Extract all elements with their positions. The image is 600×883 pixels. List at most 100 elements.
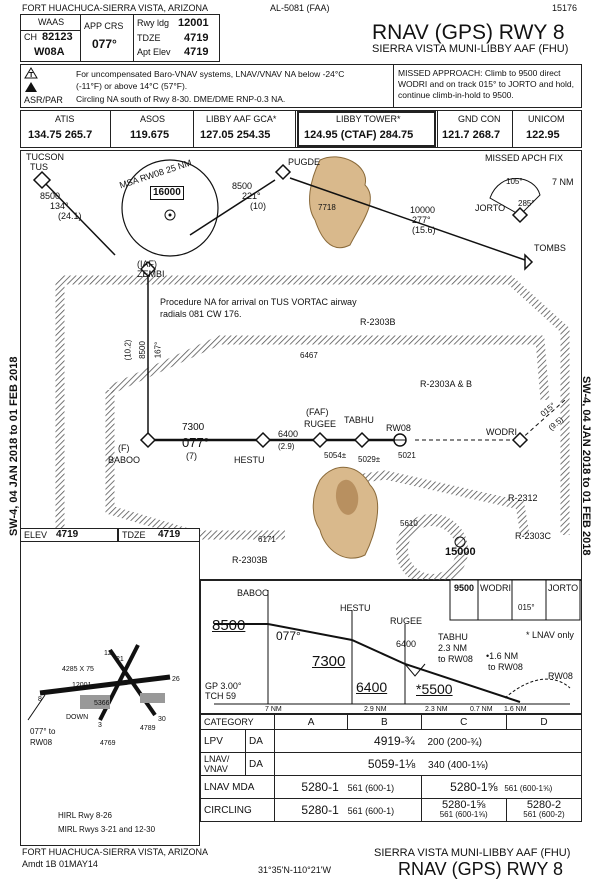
profile-dist-7: 7 NM [265,706,282,713]
minimums-cat-b: B [347,714,422,730]
label-leg-tus: 8500 [40,191,61,201]
label-msa-alt: 16000 [150,186,184,200]
elev-box [20,528,118,542]
comm-atis-name: ATIS [55,114,75,124]
hold-alt: 9500 [454,583,475,593]
tdze-value-diagram: 4719 [158,529,181,540]
svg-text:T: T [29,72,34,79]
glidepath [214,623,521,703]
label-jorto: JORTO [475,203,506,213]
comm-gnd-freq: 121.7 268.7 [442,129,501,141]
label-crs-077: 077° [182,435,209,450]
plan-view-graphics [41,156,570,580]
label-leg-tombs-dist: (15.6) [412,225,436,235]
minimums-lpv-name: LPV [200,729,246,753]
label-wodri: WODRI [486,427,517,437]
apt-elev: 4719 [184,46,209,58]
ad-rw-12: 12 [104,650,112,657]
profile-rugee: RUGEE [390,616,423,626]
minimums-cat-a: A [273,714,349,730]
profile-dist-23: 2.3 NM [425,706,448,713]
minimums-lnav-vnav-name: LNAV/ VNAV [200,752,246,776]
label-spot-6171: 6171 [258,535,276,544]
label-r2303b-south: R-2303B [232,555,268,565]
app-crs-label: APP CRS [84,21,124,31]
note-line-3: Circling NA south of Rwy 8-30. DME/DME R… [76,94,286,104]
effective-dates-left: SW-4, 04 JAN 2018 to 01 FEB 2018 [8,356,20,536]
minimums-lpv-sub: DA [245,729,275,753]
label-zembi: ZEMBI [137,269,165,279]
footer-city-state: FORT HUACHUCA-SIERRA VISTA, ARIZONA [22,847,209,857]
runway-12-30 [108,648,157,717]
asr-par: ASR/PAR [24,95,63,105]
restricted-area-r2303a [108,335,550,401]
label-leg-tombs: 10000 [410,205,436,215]
ad-crs-to: 077° to [30,727,56,736]
ad-rw-30: 30 [158,716,166,723]
tdze: 4719 [184,32,209,44]
rwy-ldg: 12001 [178,17,209,29]
tdze-box [118,528,200,542]
footer-coords: 31°35'N-110°21'W [258,865,332,875]
label-leg-tombs-crs: 277° [412,215,431,225]
minimums-circling-c-note: 561 (600-1⅝) [439,810,488,819]
ad-spot-4789: 4789 [140,725,156,732]
msa-waypoint-icon [164,209,176,221]
profile-to-rw08-16b: to RW08 [488,662,523,672]
minimums-table: CATEGORY A B C D LPV DA 4919-¾ 200 (200-… [200,714,583,822]
label-hold-in: 105° [506,177,523,186]
terrain-peak-north [309,156,371,248]
ad-rw-8: 8 [38,696,42,703]
label-spot-5029: 5029± [358,455,381,464]
comm-atis-freq: 134.75 265.7 [28,129,93,141]
label-leg-pugde: 8500 [232,181,253,191]
minimums-lnav-ab: 5280-1 [301,780,339,794]
label-r2303c: R-2303C [515,531,552,541]
minimums-circling-name: CIRCLING [200,798,275,822]
minimums-circling-d: 5280-2 [526,799,562,811]
minimums-lnav-vnav-sub: DA [245,752,275,776]
chart-number: 15176 [552,3,578,13]
ad-spot-4769: 4769 [100,740,116,747]
takeoff-minimums-icon: T [24,66,38,84]
minimums-row-lnav: LNAV MDA 5280-1 561 (600-1) 5280-1⅝ 561 … [200,775,582,799]
hold-crs: 015° [518,603,535,612]
runway-8-26 [39,674,171,696]
profile-gp: GP 3.00° [205,681,242,691]
ad-mirl: MIRL Rwys 3-21 and 12-30 [58,825,156,834]
label-f: (F) [118,443,130,453]
ad-rwy-dims: 4285 X 75 [62,666,94,673]
fix-rugee-icon [311,431,329,449]
profile-alt-7300: 7300 [312,653,346,670]
comm-gnd-name: GND CON [458,114,501,124]
ad-rw-21: 21 [116,656,124,663]
minimums-lnav-name: LNAV MDA [200,775,275,799]
profile-hestu: HESTU [340,603,371,613]
label-hestu: HESTU [234,455,265,465]
profile-rw08: RW08 [548,671,573,681]
profile-lnav-only: * LNAV only [526,630,574,640]
label-tucson: TUCSON [26,152,64,162]
comm-gca-name: LIBBY AAF GCA* [206,114,277,124]
minimums-cat-d: D [505,714,583,730]
label-leg-zembi-dist: (10.2) [123,339,133,361]
fix-hestu-icon [254,431,272,449]
city-state: FORT HUACHUCA-SIERRA VISTA, ARIZONA [22,3,209,13]
label-tabhu: TABHU [344,415,374,425]
label-leg-tus-dist: (24.1) [58,211,82,221]
ad-hirl: HIRL Rwy 8-26 [58,811,112,820]
label-spot-5021: 5021 [398,451,416,460]
label-alt-6400: 6400 [278,429,299,439]
fix-zembi-icon [139,260,157,278]
msa-circle [121,159,219,257]
fix-wodri-icon [511,431,529,449]
pugde-leg [189,179,276,236]
profile-crs-077: 077° [276,629,301,643]
hold-jorto: JORTO [548,583,579,593]
fix-jorto-icon [511,206,529,224]
label-spot-7718: 7718 [318,203,336,212]
minimums-lpv-note: 200 (200-¾) [427,737,482,748]
profile-baboo: BABOO [237,588,270,598]
tower-highlight [297,111,436,147]
minimums-lnav-cd-note: 561 (600-1⅝) [504,784,553,793]
